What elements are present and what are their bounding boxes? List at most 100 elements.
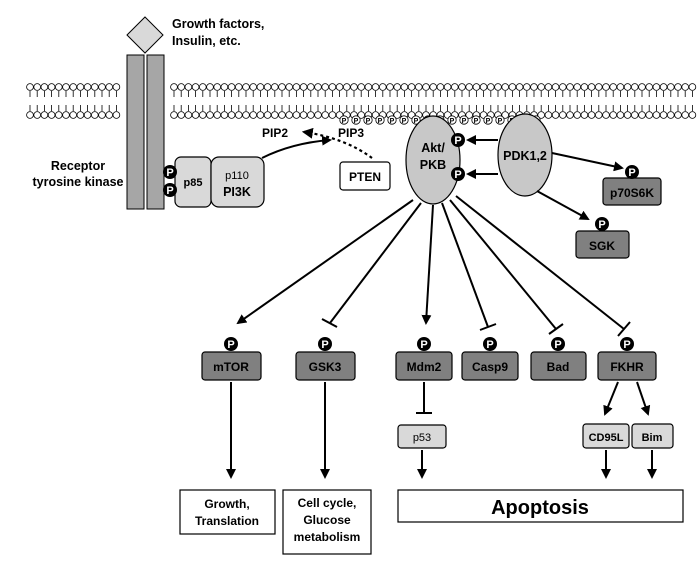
lipid-head — [580, 83, 589, 91]
lipid-head — [206, 83, 214, 91]
fkhr-to-cd95l-arrow — [603, 381, 619, 416]
lipid-head — [652, 83, 661, 91]
pip3-phosphate-icon — [483, 115, 493, 125]
lipid-head — [191, 83, 200, 91]
lipid-head — [623, 83, 632, 91]
lipid-head — [544, 83, 553, 91]
lipid-head — [98, 83, 106, 91]
phospho-akt-bottom: P — [451, 167, 465, 181]
lipid-head — [364, 83, 373, 91]
apoptosis-box — [397, 489, 684, 523]
akt-to-gsk3-inhibit — [329, 202, 422, 324]
phospho-sgk: P — [595, 217, 609, 231]
fkhr-box — [597, 351, 657, 381]
lipid-head — [47, 83, 56, 91]
receptor-label-line1: Receptor — [51, 159, 105, 173]
lipid-head — [62, 83, 70, 91]
lipid-head — [558, 111, 567, 119]
lipid-head — [54, 111, 63, 119]
lipid-head — [83, 83, 92, 91]
pip3-phosphate-icon — [387, 115, 397, 125]
pten-label: PTEN — [349, 170, 381, 184]
pip3-phosphate-label: P — [414, 118, 419, 125]
lipid-head — [242, 111, 250, 119]
lipid-head — [659, 111, 668, 119]
lipid-head — [335, 83, 344, 91]
svg-text:P: P — [628, 167, 635, 179]
lipid-head — [112, 83, 121, 91]
lipid-head — [666, 83, 675, 91]
lipid-head — [573, 111, 581, 119]
pip3-phosphate-label: P — [390, 118, 395, 125]
lipid-head — [407, 83, 416, 91]
lipid-head — [191, 111, 200, 119]
svg-text:P: P — [623, 339, 630, 351]
pip2-label: PIP2 — [262, 126, 288, 140]
lipid-head — [328, 83, 337, 91]
lipid-head — [530, 83, 538, 91]
akt-to-casp9-inhibit — [441, 202, 489, 328]
lipid-head — [422, 83, 430, 91]
pip3-phosphate-label: P — [378, 118, 383, 125]
phospho-casp9: P — [483, 337, 497, 351]
lipid-head — [278, 83, 286, 91]
lipid-head — [472, 83, 481, 91]
lipid-head — [112, 111, 121, 119]
lipid-head — [602, 83, 610, 91]
svg-text:P: P — [486, 339, 493, 351]
lipid-head — [587, 83, 596, 91]
lipid-head — [537, 111, 545, 119]
lipid-head — [249, 111, 258, 119]
cell-cycle-label-line3: metabolism — [294, 530, 361, 544]
lipid-head — [573, 83, 581, 91]
lipid-head — [688, 111, 697, 119]
lipid-head — [292, 83, 301, 91]
lipid-head — [465, 83, 474, 91]
lipid-head — [170, 83, 178, 91]
lipid-head — [256, 111, 265, 119]
lipid-head — [62, 111, 70, 119]
svg-text:P: P — [321, 339, 328, 351]
lipid-head — [220, 83, 229, 91]
lipid-head — [249, 83, 258, 91]
p110-label: p110 — [225, 170, 249, 182]
lipid-head — [184, 83, 193, 91]
lipid-head — [227, 111, 236, 119]
ligand-label-line1: Growth factors, — [172, 17, 264, 31]
lipid-head — [213, 83, 222, 91]
growth-label-line1: Growth, — [204, 497, 249, 511]
bad-box — [530, 351, 587, 381]
cell-cycle-label-line1: Cell cycle, — [298, 496, 357, 510]
lipid-head — [321, 83, 330, 91]
pip3-phosphate-label: P — [354, 118, 359, 125]
lipid-head — [674, 83, 682, 91]
lipid-head — [199, 111, 207, 119]
lipid-head — [458, 83, 466, 91]
pten-box — [339, 161, 391, 191]
sgk-box — [575, 230, 630, 259]
lipid-head — [400, 83, 409, 91]
lipid-head — [206, 111, 214, 119]
akt-label-line1: Akt/ — [421, 141, 445, 155]
lipid-head — [342, 83, 351, 91]
lipid-head — [270, 83, 279, 91]
pdk-to-p70s6k-arrow — [551, 152, 624, 172]
lipid-head — [580, 111, 589, 119]
phospho-fkhr: P — [620, 337, 634, 351]
pip3-phosphate-icon — [375, 115, 385, 125]
lipid-head — [40, 83, 49, 91]
lipid-head — [98, 111, 106, 119]
lipid-head — [393, 83, 402, 91]
svg-text:P: P — [554, 339, 561, 351]
pip3-phosphate-icon — [447, 115, 457, 125]
bim-box — [631, 423, 674, 449]
lipid-head — [314, 83, 322, 91]
lipid-head — [83, 111, 92, 119]
pip3-phosphate-label: P — [366, 118, 371, 125]
pip3-phosphate-label: P — [498, 118, 503, 125]
phospho-p85-bottom: P — [163, 183, 177, 197]
lipid-head — [91, 111, 99, 119]
lipid-head — [199, 83, 207, 91]
lipid-head — [594, 83, 603, 91]
